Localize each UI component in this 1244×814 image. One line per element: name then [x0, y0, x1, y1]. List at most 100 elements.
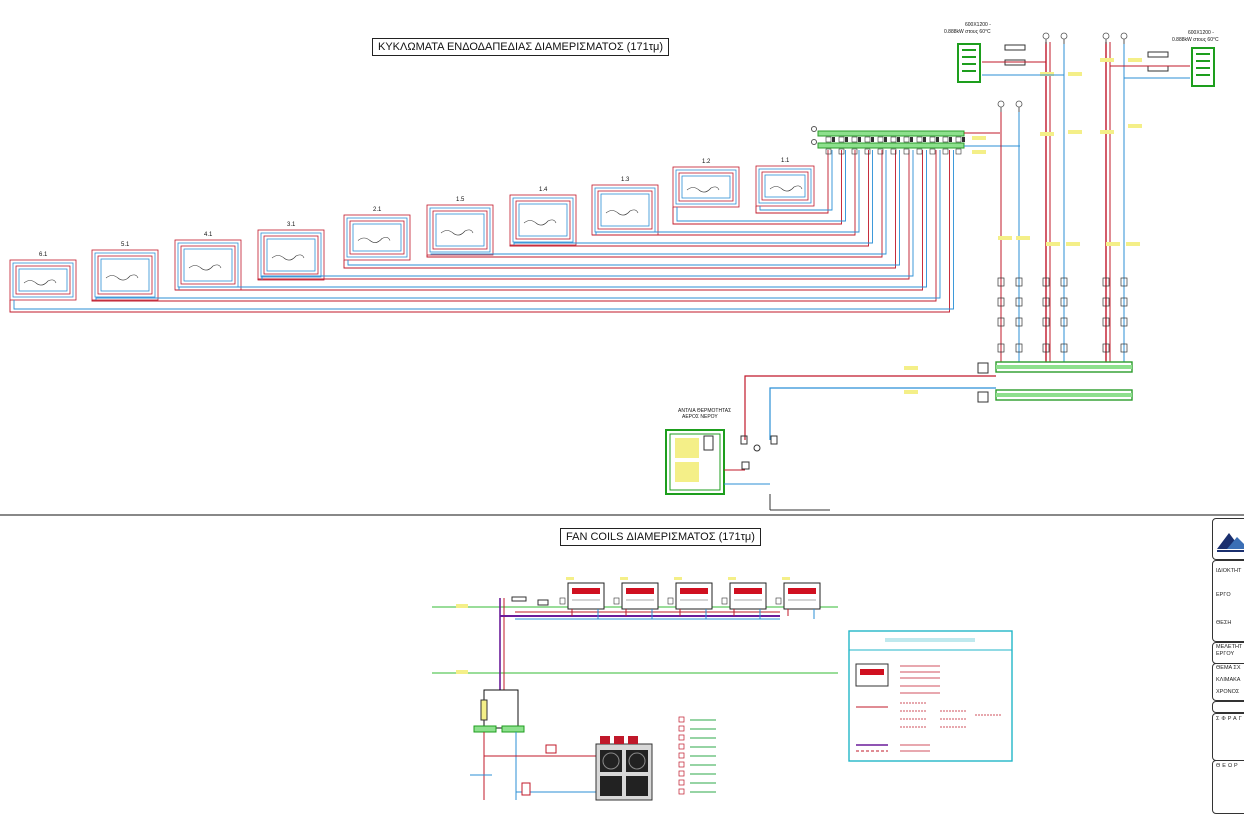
underfloor-loop: 2.1: [343, 207, 411, 261]
tb-owner-label: ΙΔΙΟΚΤΗΤ: [1216, 568, 1242, 574]
pipe-size-tag: [1128, 58, 1142, 62]
valve-icon: [1015, 297, 1023, 307]
manifold-valve-icon: [942, 136, 949, 143]
radiator-right-output: 0.888kW στους 60°C: [1172, 37, 1219, 43]
tb-year-label: ΧΡΟΝΟΣ: [1216, 689, 1240, 695]
underfloor-loop: 1.1: [755, 158, 815, 207]
underfloor-manifold: [811, 126, 1020, 155]
loop-label: 2.1: [373, 207, 382, 213]
loop-label: 1.1: [781, 158, 790, 164]
owner-cell: [1212, 560, 1244, 642]
legend-symbol: [678, 779, 685, 786]
tb-study-label: ΜΕΛΕΤΗΤ: [1216, 644, 1243, 650]
air-vent-icon: [1060, 32, 1068, 40]
pipe-size-tag: [1016, 236, 1030, 240]
underfloor-loop: 6.1: [9, 252, 77, 301]
legend-symbol: [678, 734, 685, 741]
valve-icon: [1102, 277, 1110, 287]
valve-icon: [1042, 297, 1050, 307]
underfloor-loop: 1.5: [426, 197, 494, 256]
underfloor-loop: 4.1: [174, 232, 242, 291]
valve-icon: [997, 317, 1005, 327]
pipe-size-tag: [1066, 242, 1080, 246]
tb-project-label: ΕΡΓΟ: [1216, 592, 1231, 598]
pipe-size-tag: [1040, 72, 1054, 76]
pipe-size-tag: [1100, 58, 1114, 62]
valve-icon: [997, 297, 1005, 307]
fan-coil-unit: [775, 577, 821, 619]
blank-cell: [1212, 701, 1244, 713]
valve-icon: [1120, 343, 1128, 353]
valve-icon: [1102, 297, 1110, 307]
radiator-left-size: 600X1200 -: [965, 22, 991, 28]
air-vent-icon: [1015, 100, 1023, 108]
valve-icon: [1015, 277, 1023, 287]
manifold-valve-icon: [916, 136, 923, 143]
tb-check-label: ΘΕΩΡ: [1216, 763, 1240, 769]
pipe-size-tag: [1068, 72, 1082, 76]
pipe-size-tag: [1046, 242, 1060, 246]
underfloor-loop: 1.3: [591, 177, 659, 236]
valve-icon: [997, 343, 1005, 353]
fan-coil-unit: [721, 577, 767, 619]
risers: [904, 32, 1142, 394]
air-vent-icon: [1120, 32, 1128, 40]
tb-scale-label: ΚΛΙΜΑΚΑ: [1216, 677, 1241, 683]
manifold-valve-icon: [929, 136, 936, 143]
loop-label: 1.3: [621, 177, 630, 183]
stamp-cell: [1212, 713, 1244, 761]
pipe-size-tag: [1068, 130, 1082, 134]
fan-coil-system: [432, 577, 838, 801]
air-vent-icon: [1102, 32, 1110, 40]
valve-icon: [1102, 317, 1110, 327]
manifold-valve-icon: [851, 136, 858, 143]
legend-symbol: [678, 761, 685, 768]
pipe-size-tag: [972, 136, 986, 140]
loop-label: 6.1: [39, 252, 48, 258]
valve-icon: [1120, 277, 1128, 287]
return-manifold-bar: [817, 142, 965, 149]
legend-symbol: [678, 743, 685, 750]
valve-icon: [997, 277, 1005, 287]
valve-icon: [1060, 317, 1068, 327]
pipe-size-tag: [972, 150, 986, 154]
underfloor-loop: 1.4: [509, 187, 577, 246]
valve-icon: [1060, 297, 1068, 307]
fan-coil-title: FAN COILS ΔΙΑΜΕΡΙΣΜΑΤΟΣ (171τμ): [560, 528, 761, 546]
company-logo-icon: [1217, 533, 1244, 552]
supply-manifold-bar: [817, 130, 965, 137]
valve-icon: [1060, 277, 1068, 287]
valve-icon: [1015, 317, 1023, 327]
fan-coil-unit: [667, 577, 713, 619]
loop-label: 5.1: [121, 242, 130, 248]
valve-icon: [1060, 343, 1068, 353]
subject-cell: [1212, 663, 1244, 701]
manifold-valve-icon: [825, 136, 832, 143]
legend-symbol: [678, 725, 685, 732]
radiator-right: 600X1200 - 0.888kW στους 60°C: [1110, 30, 1219, 87]
loop-label: 1.5: [456, 197, 465, 203]
manifold-valve-icon: [890, 136, 897, 143]
radiator-left: 600X1200 - 0.888kW στους 60°C: [944, 22, 1064, 83]
tb-study-label-2: ΕΡΓΟΥ: [1216, 651, 1235, 657]
underfloor-loop: 3.1: [257, 222, 325, 281]
air-vent-icon: [811, 126, 817, 132]
fan-coil-unit: [559, 577, 605, 619]
loop-label: 3.1: [287, 222, 296, 228]
manifold-valves: [825, 136, 965, 155]
tb-stamp-label: ΣΦΡΑΓ: [1216, 716, 1244, 722]
valve-icon: [1102, 343, 1110, 353]
underfloor-loop: 1.2: [672, 159, 740, 208]
company-logo-cell: [1212, 518, 1244, 560]
tb-subject-label: ΘΕΜΑ ΣΧ: [1216, 665, 1241, 671]
air-vent-icon: [1042, 32, 1050, 40]
pipe-size-tag: [1128, 124, 1142, 128]
underfloor-loop: 5.1: [91, 242, 159, 301]
valve-icon: [1015, 343, 1023, 353]
loop-label: 4.1: [204, 232, 213, 238]
legend-symbol: [678, 716, 685, 723]
manifold-valve-icon: [864, 136, 871, 143]
fan-coil-unit: [613, 577, 659, 619]
valve-icon: [1120, 317, 1128, 327]
